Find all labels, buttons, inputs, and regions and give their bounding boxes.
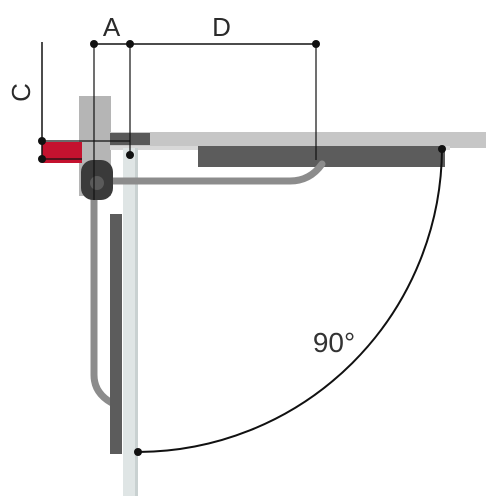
dimension-dot-c-top <box>38 137 46 145</box>
gate-leaf-open <box>123 148 137 496</box>
angle-label: 90° <box>313 327 355 358</box>
operator-body-closed <box>198 146 445 167</box>
dimension-label-c: C <box>6 82 36 102</box>
gate-leaf-open-edge <box>135 148 138 496</box>
gate-leaf-closed <box>110 132 486 148</box>
operator-body-open <box>110 214 122 454</box>
dimension-label-d: D <box>212 12 232 42</box>
swing-arc <box>137 148 443 453</box>
motor-pivot <box>90 176 104 190</box>
dimension-dot-a-right <box>126 40 134 48</box>
gate-pivot-dot <box>126 151 134 159</box>
dimension-label-a: A <box>103 12 121 42</box>
arc-end-dot-bottom <box>134 448 142 456</box>
arc-end-dot-top <box>438 145 446 153</box>
operator-arm-closed <box>92 160 326 185</box>
dimension-dot-c-bottom <box>38 155 46 163</box>
dimension-dot-a-left <box>90 40 98 48</box>
dimension-dot-d-right <box>312 40 320 48</box>
mounting-bracket <box>42 142 82 163</box>
